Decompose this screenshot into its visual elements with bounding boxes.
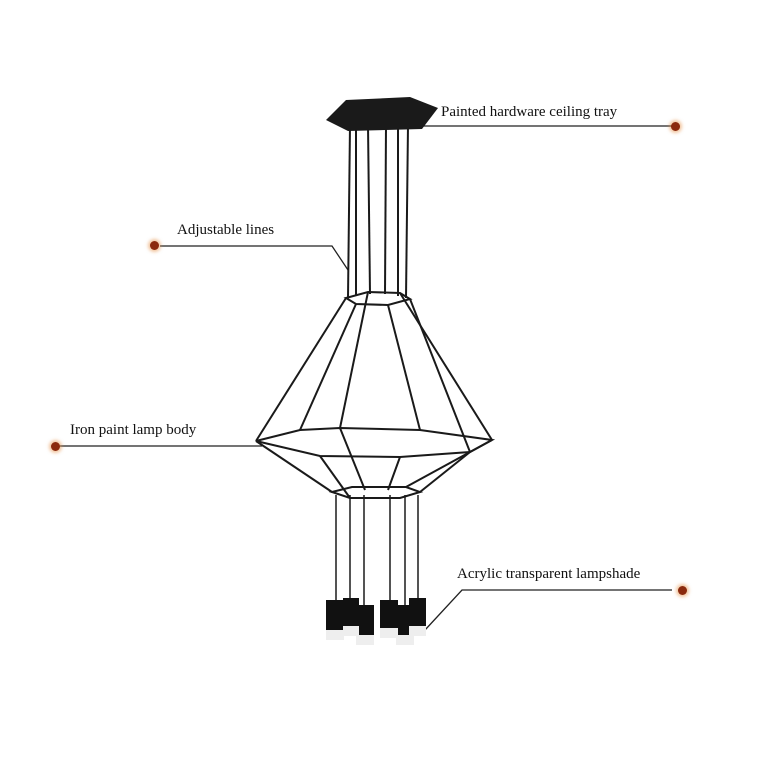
leader-shade	[424, 589, 672, 631]
label-lampshade: Acrylic transparent lampshade	[457, 566, 641, 582]
suspension-wires	[347, 124, 409, 299]
marker-dot-lines	[150, 241, 159, 250]
label-ceiling-tray: Painted hardware ceiling tray	[441, 104, 618, 120]
leader-lines	[160, 245, 349, 271]
label-adjustable-lines: Adjustable lines	[177, 222, 275, 238]
ceiling-tray	[326, 97, 438, 131]
lamp-frame	[255, 290, 496, 499]
pendant-lamps	[326, 495, 426, 645]
marker-dot-body	[51, 442, 60, 451]
label-lamp-body: Iron paint lamp body	[70, 422, 197, 438]
marker-dot-tray	[671, 122, 680, 131]
marker-dot-shade	[678, 586, 687, 595]
